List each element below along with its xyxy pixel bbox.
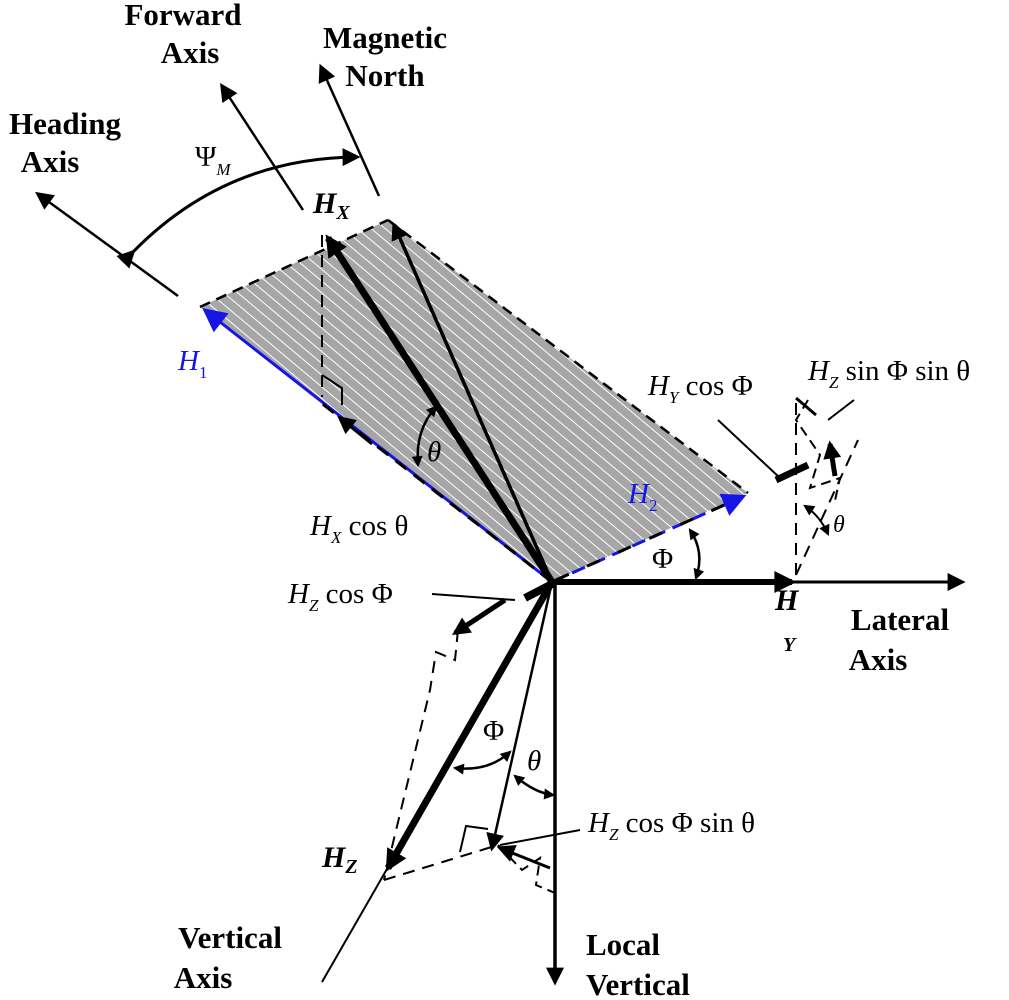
- hz-sin-phi-sin-theta-label: HZ sin Φ sin θ: [807, 355, 970, 392]
- phi-label-vertical: Φ: [483, 715, 504, 747]
- hz-sin-component-arrow: [823, 440, 842, 477]
- hz-cos-phi-sin-theta-leader: [499, 829, 581, 846]
- theta-arc-lateral: [803, 504, 830, 537]
- hz-dashed-construction: [383, 629, 459, 881]
- hz-label: HZ: [321, 841, 358, 878]
- theta-label-lateral: θ: [833, 512, 845, 538]
- phi-arc-vertical: [452, 750, 512, 775]
- magnetic-north-axis: [318, 63, 381, 197]
- horizontal-plane: [200, 220, 748, 582]
- hz-sin-leader: [827, 399, 855, 421]
- right-angle-mark: [321, 374, 343, 405]
- psi-m-label: ΨM: [195, 141, 231, 179]
- horizontal-field-vector: [391, 221, 554, 583]
- hx-label: HX: [312, 187, 350, 224]
- hy-cos-phi-segment: [774, 461, 810, 484]
- theta-arc-plane: [411, 405, 438, 468]
- phi-arc-lateral: [688, 528, 705, 581]
- hz-cos-phi-label: HZ cos Φ: [287, 578, 393, 615]
- hz-cos-phi-leader: [431, 593, 516, 601]
- hx-cos-theta-arrowhead: [337, 415, 373, 446]
- h2-vector: [551, 493, 747, 584]
- hy-dashed-diagonal: [795, 439, 859, 576]
- hz-cos-phi-sin-theta-label: HZ cos Φ sin θ: [587, 807, 755, 844]
- heading-axis: [35, 191, 179, 298]
- hz-sin-component-zigzag: [794, 399, 842, 506]
- h1-label: H1: [177, 345, 207, 382]
- hz-cos-phi-segment: [523, 580, 554, 602]
- hz-right-angle: [459, 824, 489, 853]
- hz-vector: [384, 580, 556, 872]
- forward-axis: [220, 82, 305, 211]
- hz-intermediate-vector: [486, 581, 554, 852]
- hy-cos-phi-label: HY cos Φ: [647, 370, 753, 407]
- hz-cos-phi-sin-theta-arrow: [496, 844, 551, 870]
- hz-cos-phi-arrow: [451, 597, 507, 636]
- hz-sin-component-dash: [795, 396, 817, 417]
- theta-arc-vertical: [513, 774, 556, 800]
- hy-cos-phi-leader: [717, 419, 781, 479]
- hx-cos-theta-label: HX cos θ: [309, 510, 408, 547]
- theta-label-plane: θ: [427, 436, 441, 468]
- hx-cos-theta-dash: [319, 400, 553, 584]
- phi-label-lateral: Φ: [652, 543, 673, 575]
- psi-arc: [116, 148, 361, 269]
- h2-label: H2: [627, 478, 657, 515]
- vertical-axis: [321, 581, 553, 983]
- theta-label-vertical: θ: [527, 745, 541, 777]
- plane-right-edge: [387, 219, 749, 494]
- hx-vector: [325, 234, 555, 584]
